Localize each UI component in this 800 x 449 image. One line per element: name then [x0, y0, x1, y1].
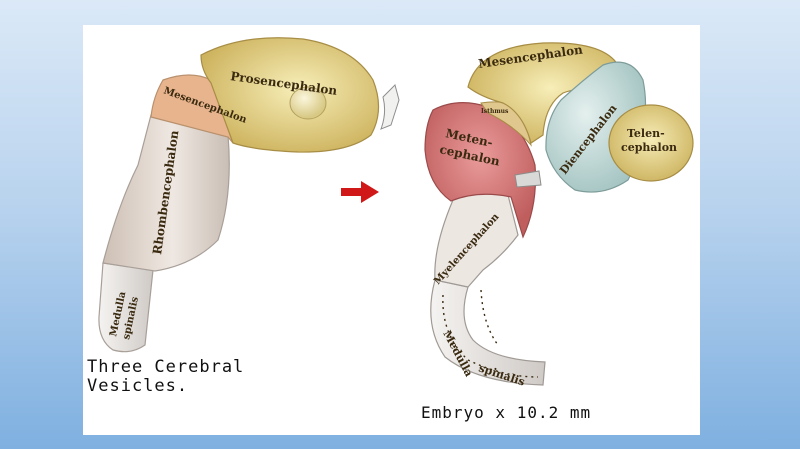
slide-panel: Prosencephalon Mesencephalon Rhombenceph… — [83, 25, 700, 435]
left-caption-line1: Three Cerebral — [87, 357, 245, 377]
embryo-brain-diagram: Prosencephalon Mesencephalon Rhombenceph… — [98, 37, 694, 389]
left-medulla-spinalis-region — [98, 262, 154, 353]
right-mesencephalon-region — [467, 42, 619, 144]
right-embryo-figure: Mesencephalon Isthmus Meten- cephalon Di… — [424, 42, 694, 389]
left-rhombencephalon-region — [102, 114, 230, 272]
left-prosencephalon-region — [200, 37, 380, 153]
left-optic-vesicle — [289, 86, 327, 120]
left-rostral-tip — [380, 84, 400, 130]
arrow-right-icon — [341, 181, 379, 203]
right-label-telencephalon-2: cephalon — [621, 141, 677, 154]
right-telencephalon-region — [608, 104, 694, 182]
right-label-telencephalon-1: Telen- — [627, 127, 665, 140]
right-peg — [514, 170, 542, 188]
right-caption: Embryo x 10.2 mm — [421, 403, 592, 422]
right-medulla-spinalis-region — [430, 279, 546, 386]
right-label-isthmus: Isthmus — [481, 108, 509, 115]
right-dotted-line-2 — [480, 289, 499, 346]
left-embryo-figure: Prosencephalon Mesencephalon Rhombenceph… — [98, 37, 400, 353]
left-caption-line2: Vesicles. — [87, 376, 189, 396]
left-mesencephalon-region — [150, 74, 234, 144]
